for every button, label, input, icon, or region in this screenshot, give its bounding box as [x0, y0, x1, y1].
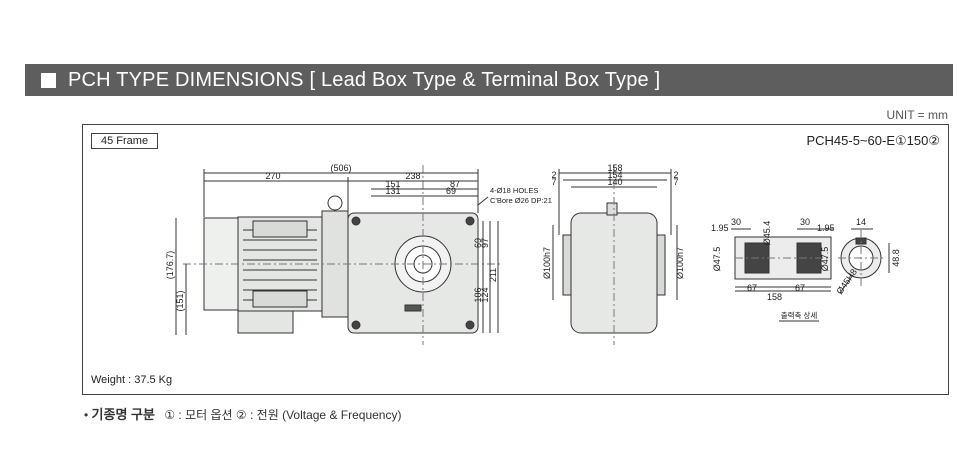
weight-label: Weight : 37.5 Kg [91, 374, 173, 386]
dim-140: 140 [607, 177, 622, 187]
drawing-frame: (506) 270 238 151 87 131 69 4-Ø18 HOLES … [82, 124, 949, 395]
dim-97: 97 [480, 238, 490, 248]
mount-hole-br [465, 320, 475, 330]
dim-154: 154 [607, 170, 622, 180]
dim-158-front: 158 [607, 163, 622, 173]
dim-151: 151 [385, 179, 400, 189]
holes-note: 4-Ø18 HOLES [490, 186, 538, 195]
dim-124: 124 [480, 287, 490, 302]
motor-foot-base [237, 310, 294, 334]
dim-87: 87 [450, 179, 460, 189]
dim-106: 106 [473, 287, 483, 302]
model-name-note: • 기종명 구분 ① : 모터 옵션 ② : 전원 (Voltage & Fre… [84, 404, 401, 423]
dim-7-left: 7 [551, 177, 556, 187]
mount-hole-tr [465, 216, 475, 226]
shaft-detail-caption: 출력축 상세 [781, 310, 818, 320]
motor-top-terminal-box [252, 220, 308, 238]
mount-hole-tl [351, 216, 361, 226]
note-bullet: • [84, 408, 89, 422]
brand-logo [404, 304, 422, 312]
cbore-note: C'Bore Ø26 DP:21 [490, 196, 552, 205]
shaft-158: 158 [767, 292, 782, 302]
note-text: ① : 모터 옵션 ② : 전원 (Voltage & Frequency) [164, 408, 402, 422]
shaft-30-right: 30 [800, 217, 810, 227]
dim-gear-length: 238 [405, 171, 420, 181]
shaft-key-14: 14 [856, 217, 866, 227]
dim-motor-length: 270 [265, 171, 280, 181]
motor-bottom-terminal-box [252, 290, 308, 308]
eye-bolt [327, 195, 343, 211]
dim-151-height: (151) [175, 290, 185, 311]
shaft-67-left: 67 [747, 283, 757, 293]
frame-size-label: 45 Frame [91, 133, 159, 149]
dim-7-right: 7 [673, 177, 678, 187]
note-label: 기종명 구분 [91, 407, 155, 422]
section-title-bar: PCH TYPE DIMENSIONS [ Lead Box Type & Te… [25, 64, 953, 96]
dia-100-left: Ø100h7 [542, 247, 552, 279]
dim-2-left: 2 [551, 170, 556, 180]
model-code: PCH45-5~60-E①150② [806, 133, 940, 148]
shaft-67-right: 67 [795, 283, 805, 293]
unit-label: UNIT = mm [886, 108, 948, 122]
shaft-dia-47-5-left: Ø47.5 [712, 247, 722, 272]
technical-drawing: (506) 270 238 151 87 131 69 4-Ø18 HOLES … [165, 163, 901, 345]
section-title: PCH TYPE DIMENSIONS [ Lead Box Type & Te… [68, 68, 661, 91]
dim-211: 211 [488, 268, 498, 282]
title-square-icon [41, 72, 56, 88]
shaft-1-95-right: 1.95 [817, 223, 835, 233]
shaft-dia-45h8: Ø45H8 [834, 267, 859, 296]
dim-2-right: 2 [673, 170, 678, 180]
dim-69: 69 [446, 186, 456, 196]
shaft-48-8: 48.8 [891, 249, 901, 267]
front-view-shaft [606, 202, 618, 216]
dim-131: 131 [385, 186, 400, 196]
dia-100-right: Ø100h7 [675, 247, 685, 279]
dim-69-height: 69 [473, 238, 483, 248]
shaft-30-left: 30 [731, 217, 741, 227]
dim-176-7: (176.7) [165, 251, 175, 280]
shaft-dia-47-5-right: Ø47.5 [820, 247, 830, 272]
mount-hole-bl [351, 320, 361, 330]
shaft-dia-45-4: Ø45.4 [762, 221, 772, 246]
shaft-1-95-left: 1.95 [711, 223, 729, 233]
dim-overall: (506) [330, 163, 351, 173]
